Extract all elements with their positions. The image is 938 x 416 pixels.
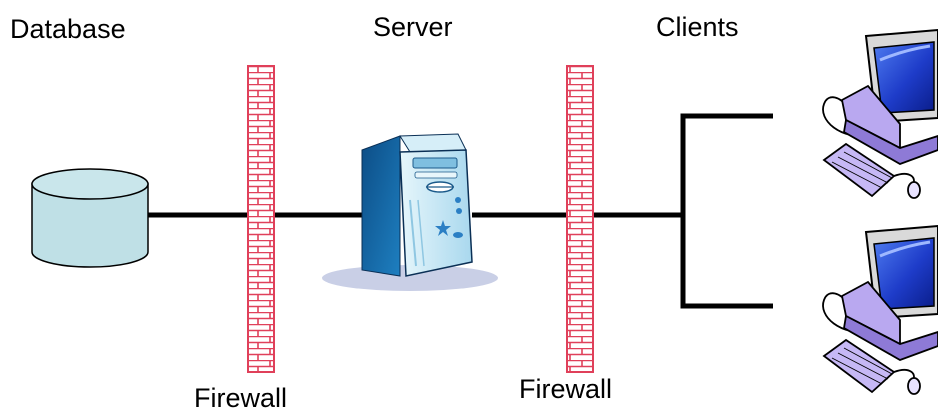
firewall-left-label: Firewall [194, 383, 288, 413]
firewall-right-icon [566, 65, 594, 373]
client-computer-1-icon [822, 28, 938, 199]
client-computer-2-icon [822, 224, 938, 395]
clients-label: Clients [656, 12, 739, 42]
database-icon [31, 168, 149, 268]
firewall-right-label: Firewall [519, 374, 613, 404]
server-label: Server [373, 12, 453, 42]
database-label: Database [10, 14, 126, 44]
server-icon [322, 133, 498, 291]
firewall-left-icon [247, 65, 275, 373]
client-bracket [680, 113, 773, 309]
